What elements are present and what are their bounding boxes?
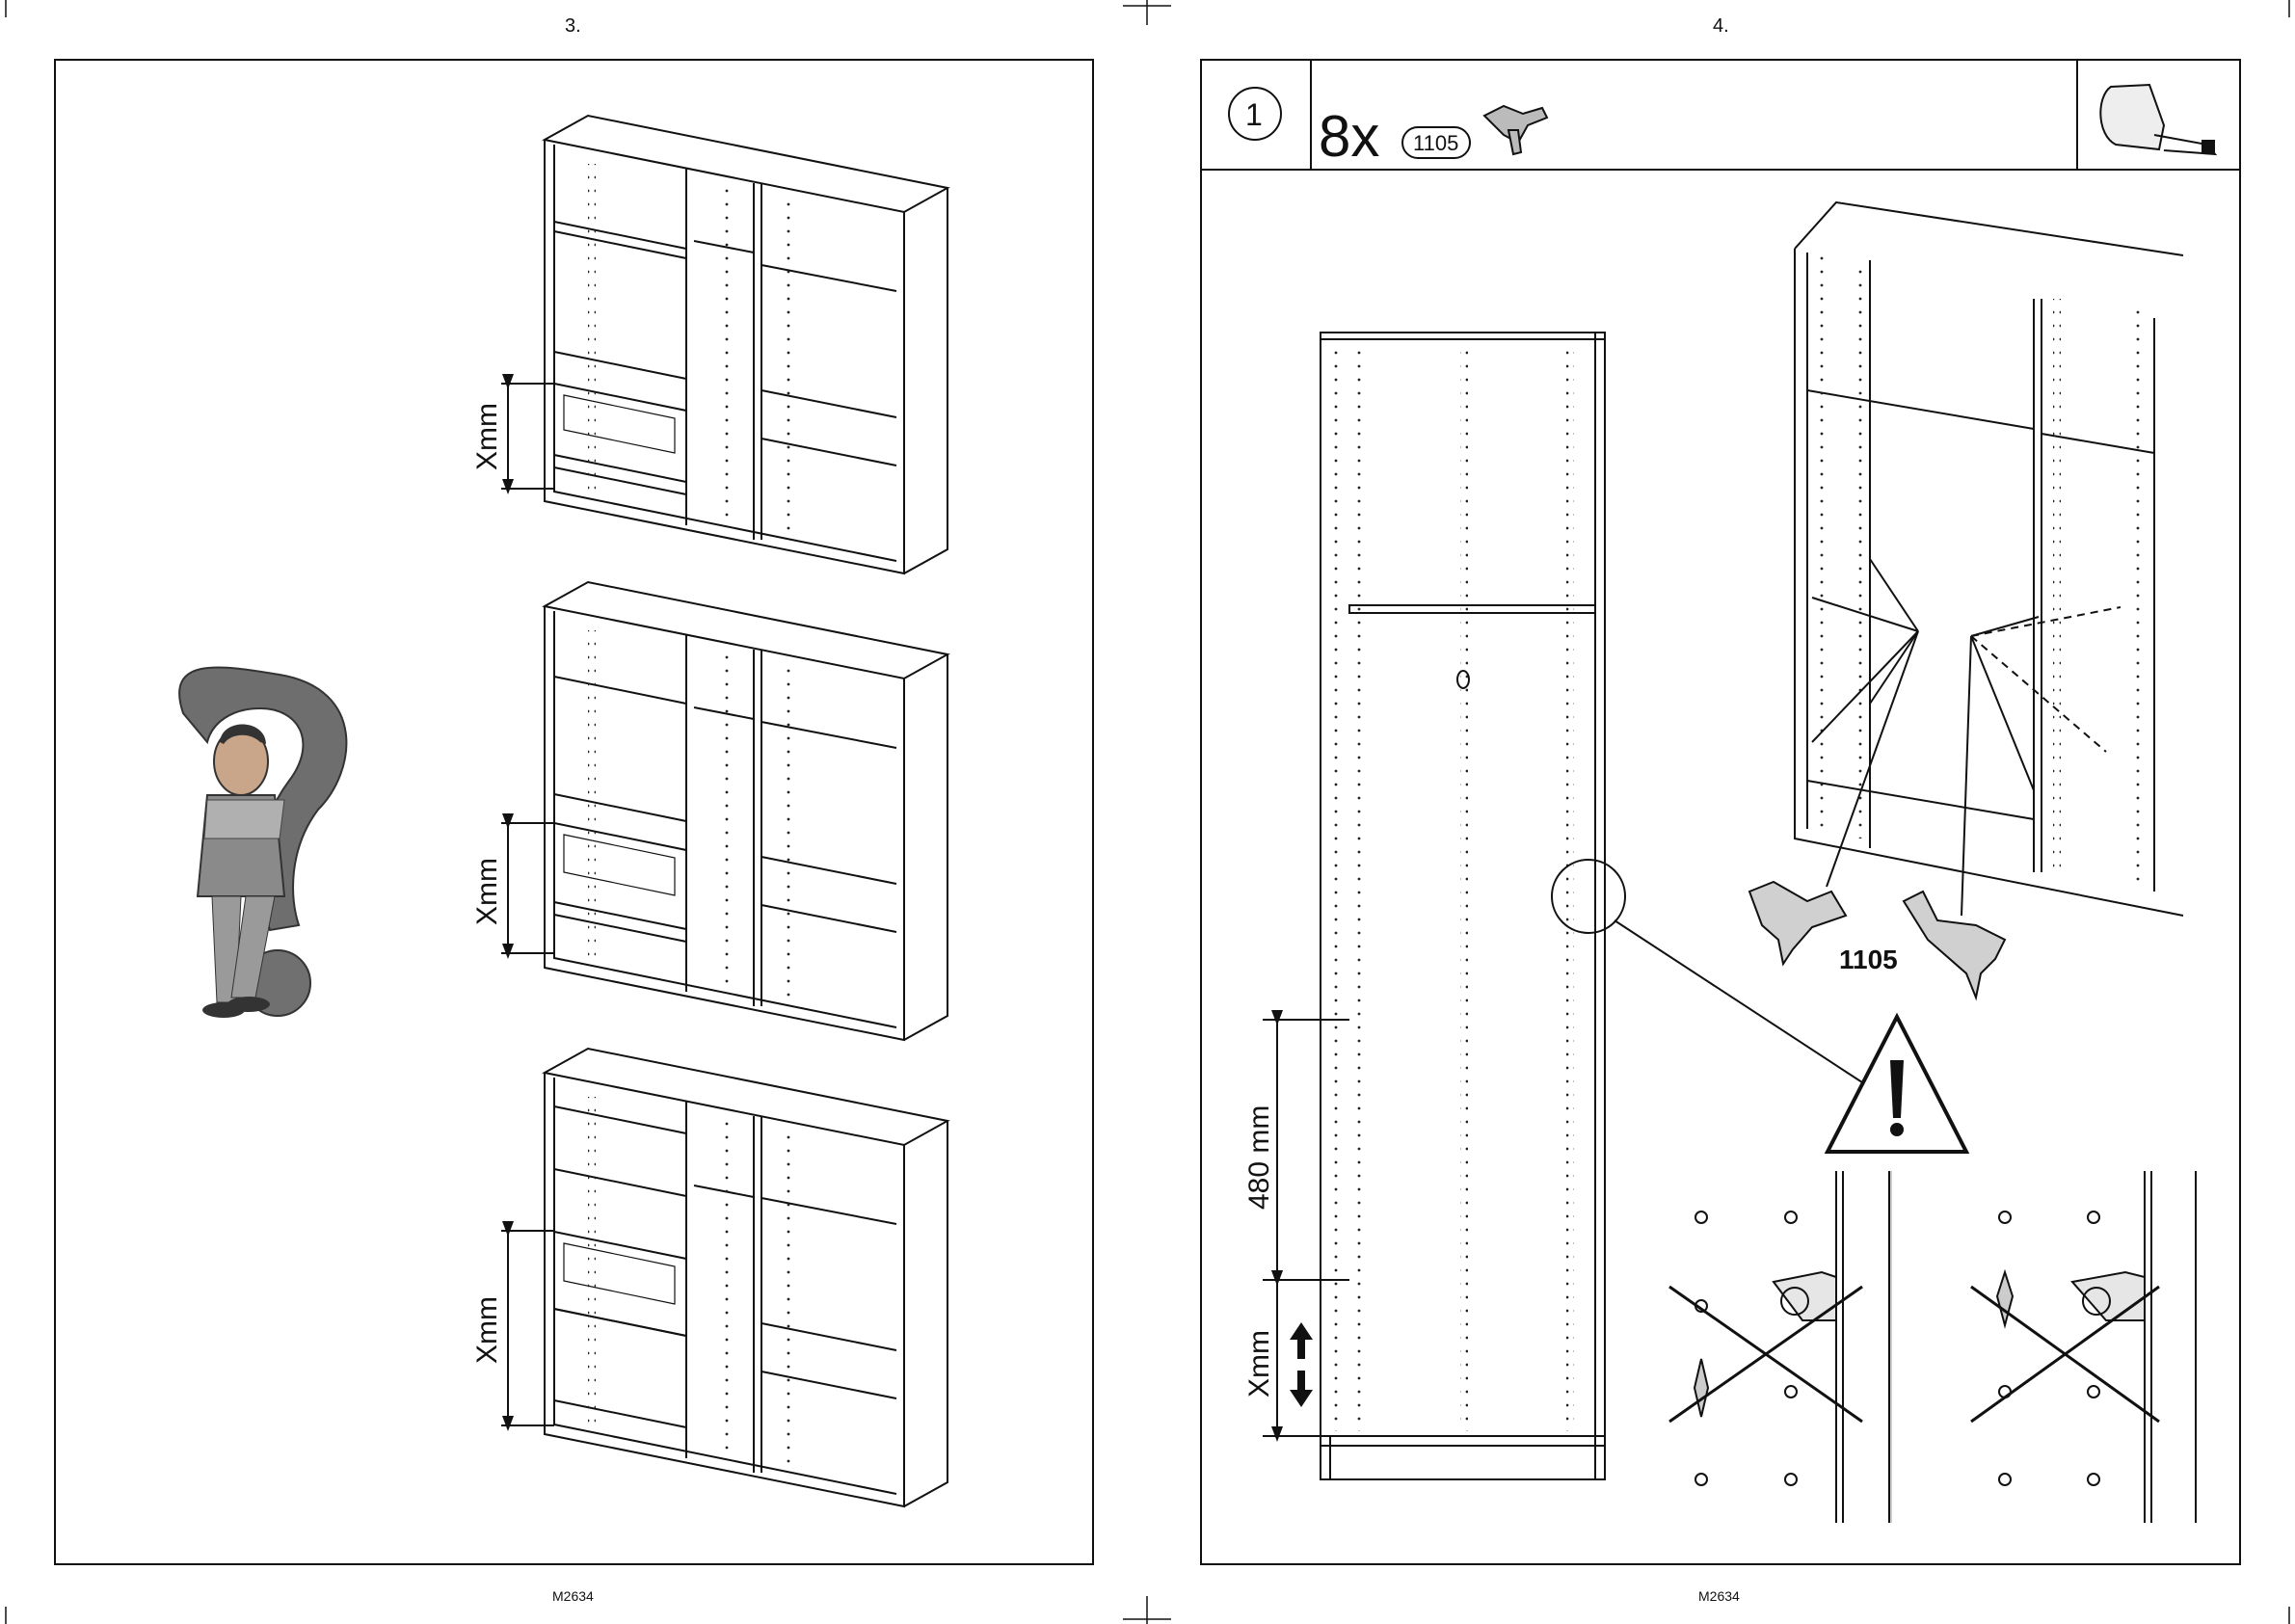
warning-triangle-icon [1828,1017,1966,1152]
wrench-tool-icon [2100,85,2215,154]
dimension-label-2: Xmm [471,858,503,925]
question-mark-person-icon [179,667,346,1018]
dimension-label-3: Xmm [471,1296,503,1364]
adjust-arrows-icon [1290,1322,1313,1407]
dimension-3 [501,1231,554,1425]
measure-x-label: Xmm [1243,1330,1275,1398]
dimension-2 [501,823,554,953]
incorrect-detail-left [1669,1171,1889,1523]
part-label-1105: 1105 [1839,945,1898,974]
incorrect-detail-right [1971,1171,2196,1523]
dimension-1 [501,384,554,489]
shelf-support-part-left [1749,882,1846,964]
cabinet-perspective [1795,202,2183,916]
part-code: 1105 [1413,131,1458,155]
measure-480-label: 480 mm [1243,1105,1275,1210]
shelf-support-part-right [1904,892,2005,998]
crop-marks [6,0,2289,1624]
wardrobe-diagram-1 [545,116,947,573]
step-quantity: 8x [1319,104,1379,169]
step-number: 1 [1245,97,1263,132]
dimension-label-1: Xmm [471,403,503,470]
detail-callout-circle [1552,860,1625,933]
wardrobe-diagram-3 [545,1049,947,1506]
wardrobe-diagram-2 [545,582,947,1040]
shelf-support-icon [1484,106,1547,154]
